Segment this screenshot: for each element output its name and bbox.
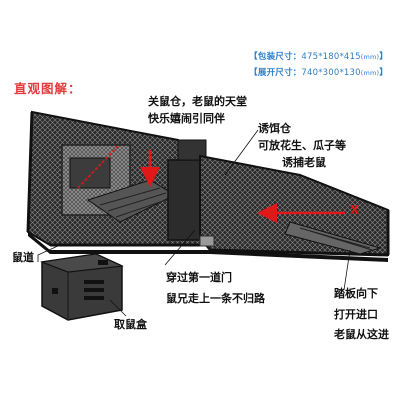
pedal-label-3: 老鼠从这进 — [334, 328, 389, 341]
diagram-title: 直观图解： — [14, 81, 82, 96]
open-size-end: 】 — [379, 68, 388, 78]
pedal-label-2: 打开进口 — [334, 308, 378, 321]
upper-chamber-label-1: 关鼠仓，老鼠的天堂 — [148, 95, 247, 108]
packing-size-end: 】 — [379, 52, 388, 62]
packing-size-spec: 【包装尺寸：475*180*415(mm)】 — [249, 50, 388, 62]
bait-chamber-label-1: 诱饵仓 — [258, 122, 291, 135]
tunnel-label: 鼠道 — [12, 251, 34, 264]
bait-chamber-label-3: 诱捕老鼠 — [282, 156, 326, 169]
bait-chamber-label-2: 可放花生、瓜子等 — [258, 139, 346, 152]
base-rail — [28, 232, 388, 262]
x-marker: X — [350, 203, 360, 217]
left-cage — [26, 110, 211, 247]
packing-size-key: 【包装尺寸： — [249, 52, 302, 62]
open-size-key: 【展开尺寸： — [249, 68, 302, 78]
open-size-spec: 【展开尺寸：740*300*130(mm)】 — [249, 66, 388, 78]
hinge — [199, 235, 215, 247]
packing-size-unit: (mm) — [360, 53, 380, 61]
flow-arrows — [77, 145, 345, 223]
mouse-collect-box — [40, 253, 124, 321]
pedal-label-1: 踏板向下 — [334, 287, 378, 300]
open-size-unit: (mm) — [360, 69, 380, 77]
first-door-label-2: 鼠兄走上一条不归路 — [166, 292, 265, 305]
open-size-value: 740*300*130 — [301, 68, 361, 78]
packing-size-value: 475*180*415 — [301, 52, 361, 62]
first-door-label-1: 穿过第一道门 — [166, 271, 232, 284]
collect-box-label: 取鼠盒 — [114, 318, 147, 331]
upper-chamber-label-2: 快乐嬉闹引同伴 — [148, 112, 225, 125]
leader-lines — [37, 129, 351, 317]
